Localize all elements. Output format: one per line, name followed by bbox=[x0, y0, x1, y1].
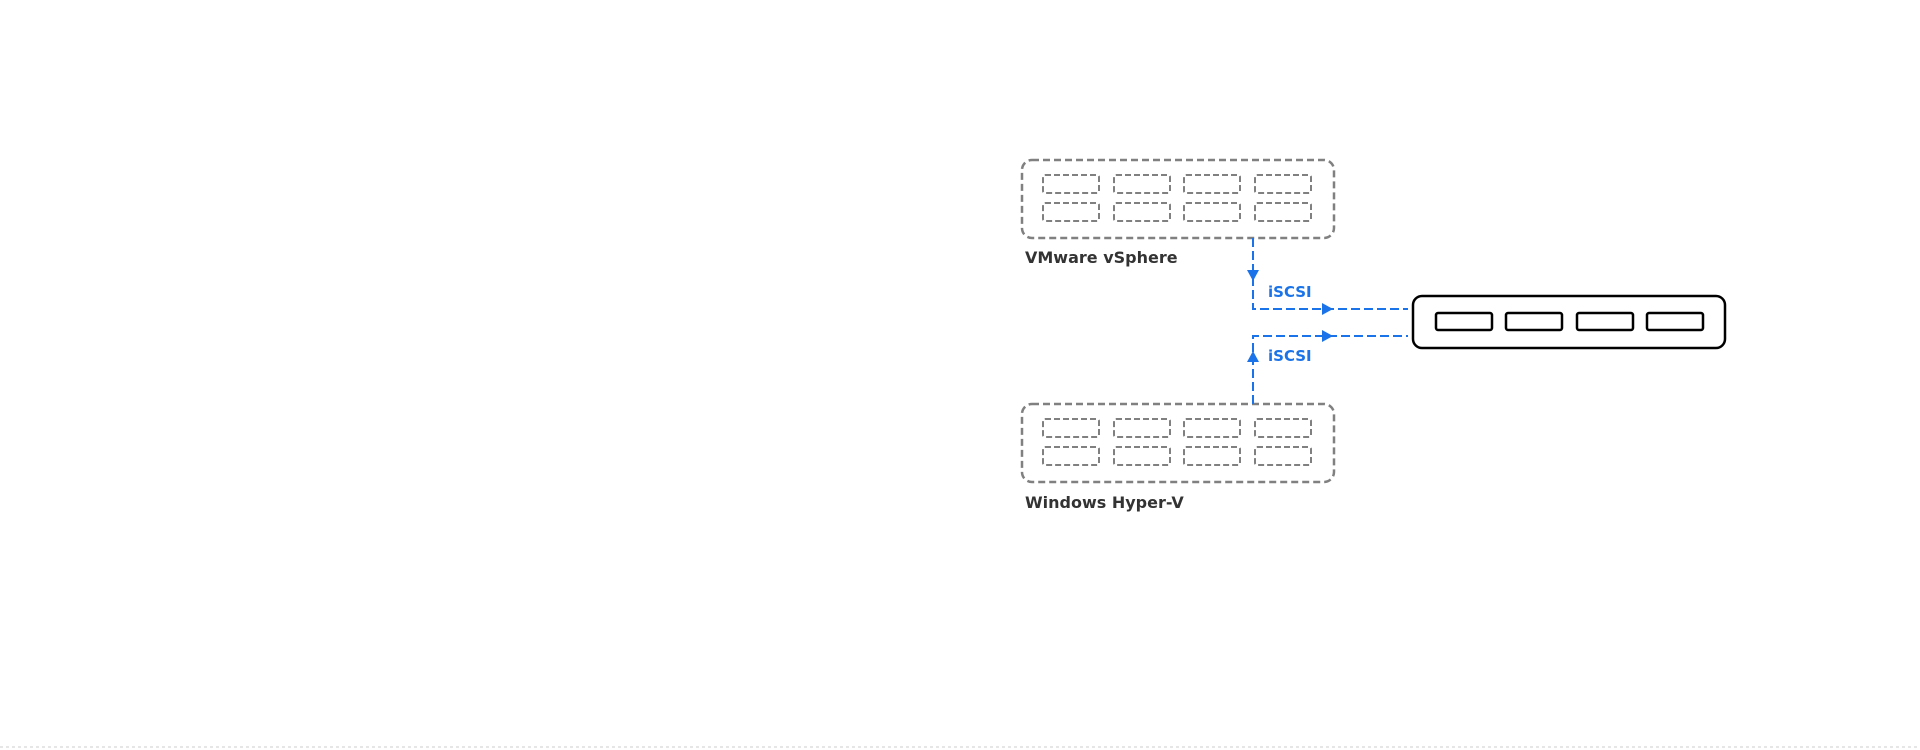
disk-slot bbox=[1504, 311, 1564, 332]
iscsi-link-vsphere bbox=[1247, 238, 1408, 315]
disk-slots bbox=[1434, 311, 1705, 332]
vsphere-host[interactable] bbox=[1020, 158, 1336, 240]
disk-slot bbox=[1575, 311, 1635, 332]
arrow-right-icon bbox=[1322, 303, 1333, 315]
arrow-down-icon bbox=[1247, 270, 1259, 281]
vm-slot bbox=[1042, 202, 1100, 222]
vm-slot bbox=[1183, 202, 1241, 222]
iscsi-label-1: iSCSI bbox=[1268, 283, 1312, 301]
vm-slot bbox=[1042, 174, 1100, 194]
vm-slot bbox=[1254, 202, 1312, 222]
vm-slot bbox=[1113, 174, 1171, 194]
vm-slot bbox=[1254, 446, 1312, 466]
vm-slot bbox=[1254, 418, 1312, 438]
vm-slot bbox=[1113, 202, 1171, 222]
vm-slot bbox=[1113, 446, 1171, 466]
arrow-up-icon bbox=[1247, 351, 1259, 362]
hyperv-host[interactable] bbox=[1020, 402, 1336, 484]
disk-slot bbox=[1434, 311, 1494, 332]
iscsi-link-hyperv bbox=[1247, 330, 1408, 404]
vsphere-label: VMware vSphere bbox=[1025, 248, 1178, 267]
vm-slot bbox=[1183, 174, 1241, 194]
vm-slots bbox=[1042, 174, 1312, 222]
disk-slot bbox=[1645, 311, 1705, 332]
iscsi-label-2: iSCSI bbox=[1268, 347, 1312, 365]
vm-slots bbox=[1042, 418, 1312, 466]
vm-slot bbox=[1042, 446, 1100, 466]
arrow-right-icon bbox=[1322, 330, 1333, 342]
hyperv-label: Windows Hyper-V bbox=[1025, 493, 1184, 512]
vm-slot bbox=[1254, 174, 1312, 194]
vm-slot bbox=[1183, 418, 1241, 438]
storage-array[interactable] bbox=[1411, 294, 1727, 350]
vm-slot bbox=[1183, 446, 1241, 466]
vm-slot bbox=[1113, 418, 1171, 438]
vm-slot bbox=[1042, 418, 1100, 438]
